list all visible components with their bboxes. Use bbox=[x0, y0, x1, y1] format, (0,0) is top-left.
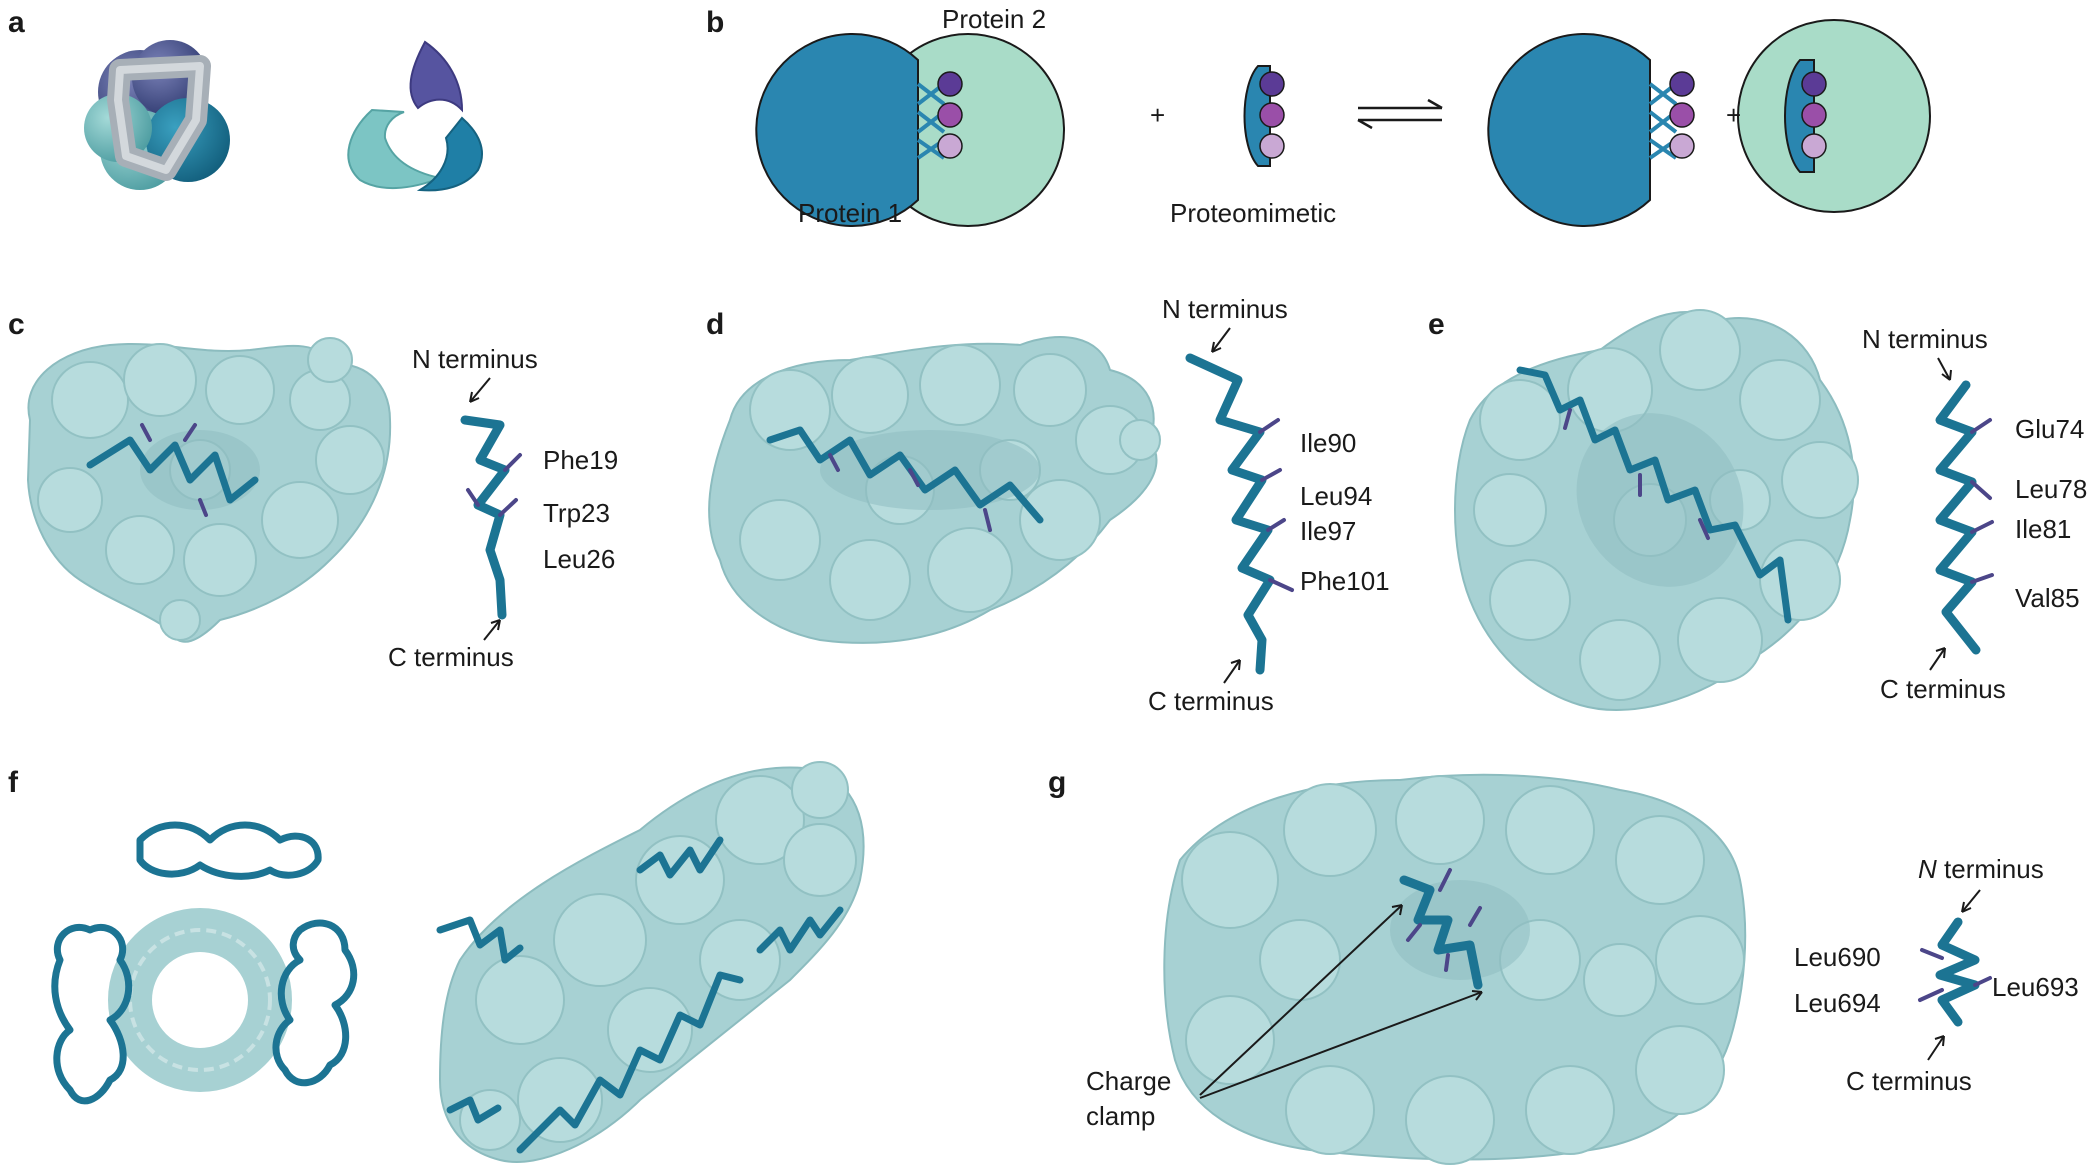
panel-d-helix bbox=[1185, 353, 1294, 675]
panel-g-n-arrow bbox=[1961, 889, 1981, 913]
panel-a-sphere-model bbox=[84, 40, 230, 190]
panel-e-c-arrow bbox=[1929, 647, 1946, 671]
panel-d-c-terminus: C terminus bbox=[1148, 686, 1274, 716]
label-protein1: Protein 1 bbox=[798, 198, 902, 228]
panel-c-helix bbox=[460, 415, 522, 620]
panel-g-c-terminus: C terminus bbox=[1846, 1066, 1972, 1096]
panel-label-a: a bbox=[8, 6, 25, 39]
panel-g-surface bbox=[1163, 773, 1747, 1165]
panel-f-side-view bbox=[436, 761, 865, 1163]
protein1-circle bbox=[755, 33, 919, 227]
panel-d-residue-3: Ile97 bbox=[1300, 516, 1356, 546]
panel-g-c-arrow bbox=[1927, 1035, 1945, 1061]
label-plus: + bbox=[1150, 100, 1165, 130]
panel-c-surface bbox=[26, 337, 392, 643]
panel-e-n-arrow bbox=[1937, 357, 1951, 381]
panel-d-residue-1: Ile90 bbox=[1300, 428, 1356, 458]
label-proteomimetic: Proteomimetic bbox=[1170, 198, 1336, 228]
panel-c-c-arrow bbox=[483, 619, 501, 641]
label-protein2: Protein 2 bbox=[942, 4, 1046, 34]
panel-label-d: d bbox=[706, 308, 724, 341]
panel-c-n-arrow bbox=[469, 377, 491, 403]
panel-e-surface bbox=[1454, 309, 1859, 711]
panel-c-c-terminus: C terminus bbox=[388, 642, 514, 672]
panel-d-n-arrow bbox=[1211, 327, 1231, 353]
panel-g-clamp: clamp bbox=[1086, 1101, 1155, 1131]
panel-g-n-italic: N bbox=[1918, 854, 1937, 884]
panel-e-residue-3: Ile81 bbox=[2015, 514, 2071, 544]
panel-c-n-terminus: N terminus bbox=[412, 344, 538, 374]
panel-b-scheme bbox=[755, 19, 1931, 227]
panel-a-ribbon-model bbox=[347, 40, 483, 192]
panel-d-residue-2: Leu94 bbox=[1300, 481, 1372, 511]
panel-c-residue-3: Leu26 bbox=[543, 544, 615, 574]
panel-label-c: c bbox=[8, 308, 25, 341]
panel-e-residue-1: Glu74 bbox=[2015, 414, 2084, 444]
panel-g-charge: Charge bbox=[1086, 1066, 1171, 1096]
panel-g-residue-1: Leu690 bbox=[1794, 942, 1881, 972]
panel-c-residue-1: Phe19 bbox=[543, 445, 618, 475]
panel-e-residue-2: Leu78 bbox=[2015, 474, 2087, 504]
panel-label-f: f bbox=[8, 766, 19, 799]
panel-label-g: g bbox=[1048, 766, 1066, 799]
panel-d-surface bbox=[708, 336, 1161, 644]
panel-f-top-view bbox=[51, 821, 358, 1105]
panel-c-residue-2: Trp23 bbox=[543, 498, 610, 528]
panel-label-e: e bbox=[1428, 308, 1445, 341]
panel-g-residue-2: Leu693 bbox=[1992, 972, 2079, 1002]
panel-label-b: b bbox=[706, 6, 724, 39]
panel-e-helix bbox=[1935, 380, 1994, 655]
panel-d-n-terminus: N terminus bbox=[1162, 294, 1288, 324]
label-plus-right: + bbox=[1726, 100, 1741, 130]
panel-g-n-terminus: N terminus bbox=[1918, 854, 2044, 884]
panel-g-n-rest: terminus bbox=[1937, 854, 2044, 884]
panel-g-helix bbox=[1918, 917, 1992, 1027]
panel-g-clamp-arrow-2 bbox=[1199, 991, 1483, 1099]
panel-e-residue-4: Val85 bbox=[2015, 583, 2080, 613]
panel-e-n-terminus: N terminus bbox=[1862, 324, 1988, 354]
panel-e-c-terminus: C terminus bbox=[1880, 674, 2006, 704]
panel-g-residue-3: Leu694 bbox=[1794, 988, 1881, 1018]
panel-g-clamp-arrow-1 bbox=[1199, 904, 1403, 1096]
panel-d-residue-4: Phe101 bbox=[1300, 566, 1390, 596]
panel-d-c-arrow bbox=[1223, 659, 1241, 684]
